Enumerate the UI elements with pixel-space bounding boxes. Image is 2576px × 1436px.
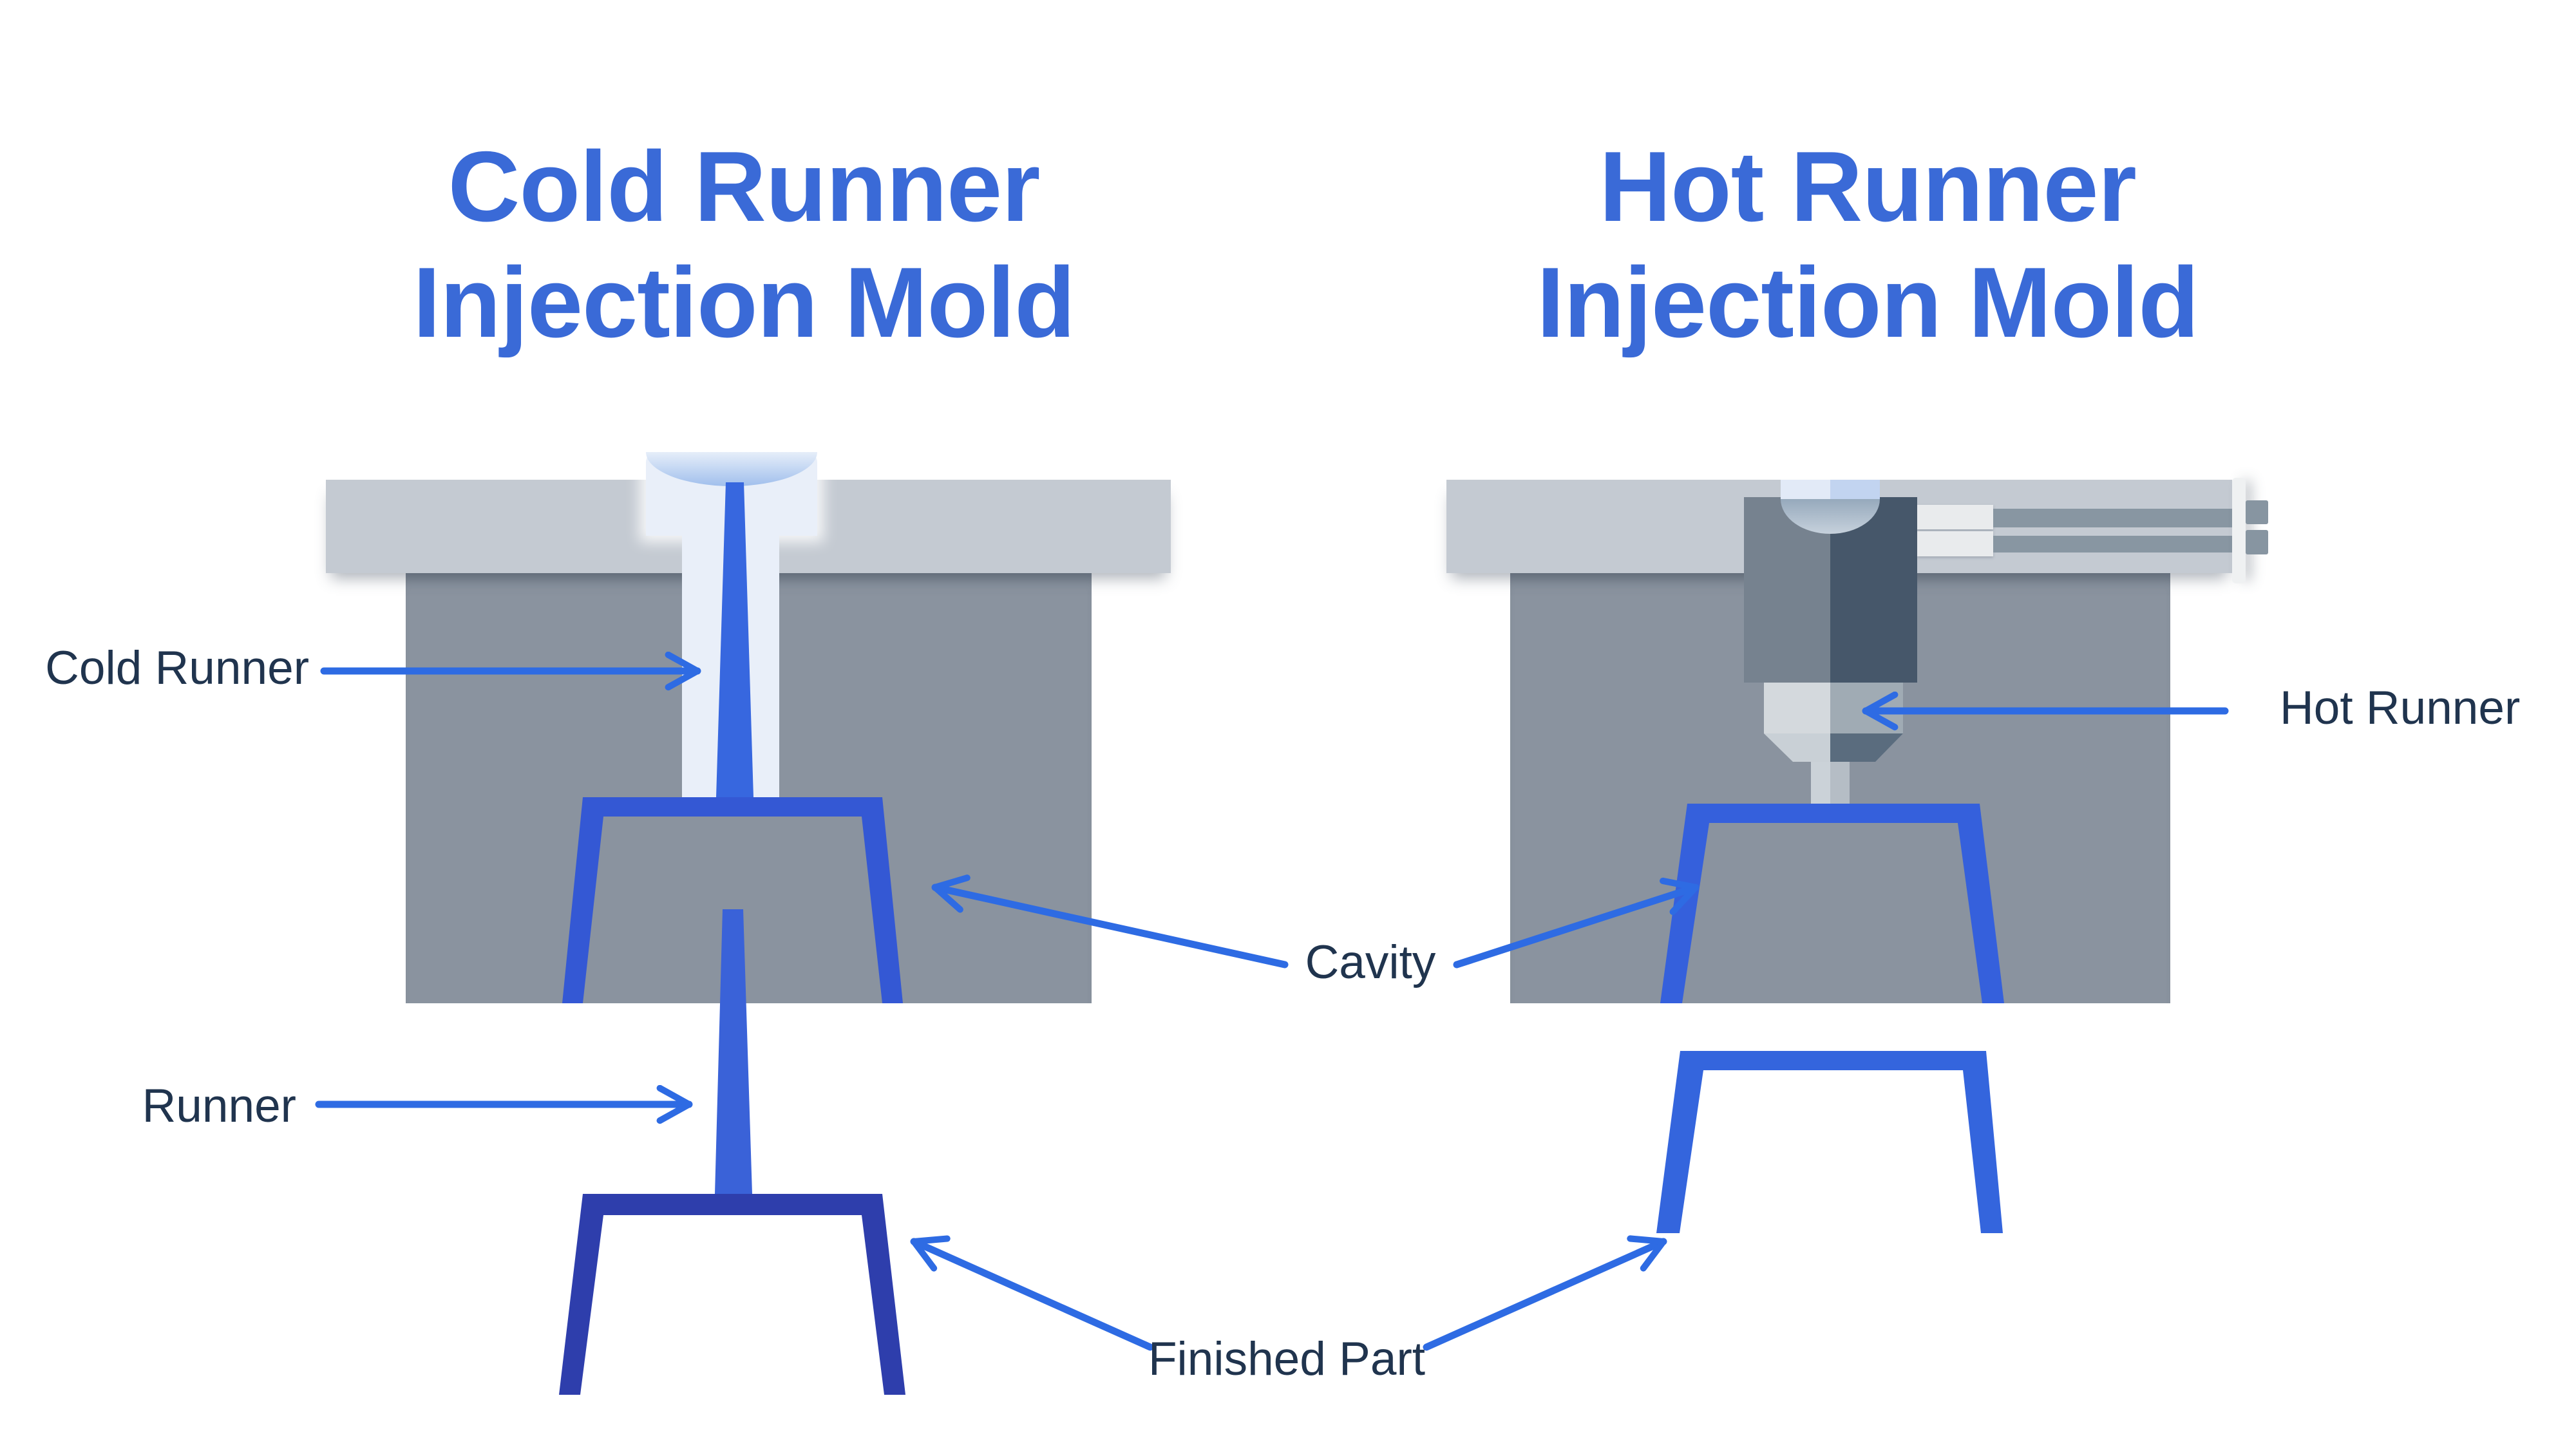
cold-runner-title-line1: Cold Runner [448, 131, 1041, 242]
finished-part-arrow-right [1423, 1235, 1667, 1351]
melt-inlet-left [1781, 480, 1830, 499]
cold-runner-title: Cold Runner Injection Mold [293, 129, 1195, 361]
cold-cavity-outline [562, 797, 903, 1003]
nozzle-chamfer-left [1764, 733, 1830, 762]
hot-nozzle-tip-right [1830, 762, 1850, 804]
nozzle-chamfer-right [1830, 733, 1903, 762]
manifold-dome [1781, 499, 1880, 534]
cavity-arrow-left [931, 874, 1289, 968]
hot-runner-label: Hot Runner [2280, 682, 2521, 734]
cavity-label: Cavity [1305, 936, 1436, 988]
manifold-bolt-lower [2246, 530, 2268, 554]
hot-nozzle-tip-left [1811, 762, 1830, 804]
manifold-rod-upper [1993, 509, 2232, 527]
finished-part-arrow-left [910, 1235, 1154, 1351]
sprue-funnel [646, 452, 817, 486]
hot-runner-title-line2: Injection Mold [1537, 247, 2199, 358]
runner-spike [715, 909, 752, 1194]
manifold-guide-block-lower [1917, 531, 1993, 556]
manifold-end-flange [2232, 478, 2246, 583]
cold-runner-label: Cold Runner [45, 642, 309, 694]
cold-sprue [716, 482, 753, 797]
manifold-bolt-upper [2246, 500, 2268, 524]
hot-runner-title: Hot Runner Injection Mold [1417, 129, 2318, 361]
hot-runner-title-line1: Hot Runner [1599, 131, 2137, 242]
hot-finished-part [1656, 1051, 2003, 1233]
manifold-guide-block-upper [1917, 505, 1993, 529]
melt-inlet-right [1830, 480, 1880, 499]
manifold-rod-lower [1993, 536, 2232, 553]
finished-part-label: Finished Part [1148, 1333, 1426, 1385]
hot-cavity-outline [1660, 804, 2004, 1003]
cold-runner-title-line2: Injection Mold [413, 247, 1075, 358]
hot-nozzle-body-left [1764, 683, 1830, 733]
cold-finished-part [559, 1194, 905, 1395]
cavity-arrow-right [1453, 877, 1700, 968]
runner-label: Runner [142, 1080, 296, 1132]
